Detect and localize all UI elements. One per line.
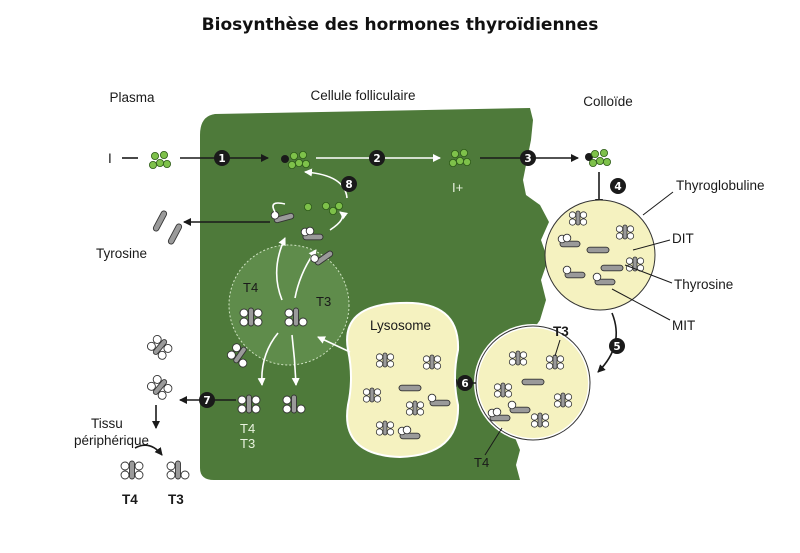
free-iodine-1 [303, 202, 312, 211]
lyso-t4-1 [375, 352, 395, 368]
plasma-tyr-1 [151, 209, 169, 233]
lyso-t4-5 [375, 420, 395, 436]
pool-t4 [239, 307, 263, 327]
label-t4-secreted: T4 [240, 421, 255, 436]
arrow-pool-down-1 [257, 332, 279, 386]
label-t4-pool: T4 [243, 280, 258, 295]
tg-tyr-2 [600, 264, 624, 272]
step-4-badge [610, 178, 626, 194]
secreted-t4 [237, 394, 261, 414]
arrow-step-8-recycle [304, 168, 348, 199]
step-1-badge [214, 150, 230, 166]
peripheral-t3 [166, 460, 190, 480]
drop-tyr-1 [521, 378, 545, 386]
drop-t4-1 [508, 350, 528, 366]
step-1-number: 1 [218, 153, 225, 165]
pointer-t3-droplet [554, 339, 561, 357]
pointer-dit [632, 239, 671, 251]
step-7-badge [199, 392, 215, 408]
hormone-pool-circle [228, 244, 350, 366]
pointer-thyroglobulin [642, 191, 674, 216]
arrow-pool-down-2 [291, 334, 300, 386]
step-3-number: 3 [524, 153, 531, 165]
label-plasma: Plasma [109, 90, 155, 105]
step-2-badge [369, 150, 385, 166]
tg-t4-1 [568, 210, 588, 226]
label-t3-peripheral: T3 [168, 492, 184, 507]
plasma-hormone-1 [145, 332, 175, 362]
label-tissue-line2: périphérique [74, 433, 149, 448]
pointer-tyrosine-colloid [624, 264, 673, 284]
lyso-t4-3 [362, 387, 382, 403]
step-2-number: 2 [373, 153, 380, 165]
label-thyroglobulin: Thyroglobuline [676, 178, 765, 193]
tg-t4-2 [615, 224, 635, 240]
pointer-t4-droplet [484, 427, 503, 456]
pointer-mit [611, 288, 671, 321]
label-tissue-line1: Tissu [91, 416, 123, 431]
drop-t4-4 [530, 412, 550, 428]
step-3-badge [520, 150, 536, 166]
step-8-number: 8 [345, 179, 352, 191]
drop-t3-1 [545, 354, 565, 370]
step-4-number: 4 [614, 181, 621, 193]
label-tyrosine-plasma: Tyrosine [96, 246, 147, 261]
lysosome [346, 301, 460, 459]
step-5-badge [609, 338, 625, 354]
thyroglobulin-sphere [544, 199, 656, 311]
free-iodine-4 [334, 201, 343, 210]
label-t3-pool: T3 [316, 294, 331, 309]
iodide-cluster-plasma [148, 150, 172, 170]
tg-tyr-1 [586, 246, 610, 254]
step-8-badge [341, 176, 357, 192]
step-6-badge [457, 375, 473, 391]
label-dit: DIT [672, 231, 694, 246]
arrow-pool-up-1 [275, 237, 286, 301]
diagram-title: Biosynthèse des hormones thyroïdiennes [202, 15, 599, 35]
carrier-dot-colloid [585, 153, 593, 161]
carrier-dot [281, 155, 289, 163]
label-t4-peripheral: T4 [122, 492, 138, 507]
drop-t4-2 [493, 382, 513, 398]
drop-t4-3 [553, 392, 573, 408]
label-t4-droplet: T4 [474, 455, 489, 470]
label-iodide: I [108, 151, 112, 166]
lyso-tyr-1 [398, 384, 422, 392]
lyso-t4-4 [405, 400, 425, 416]
free-iodine-3 [328, 206, 337, 215]
label-t3-secreted: T3 [240, 436, 255, 451]
free-iodine-2 [321, 201, 330, 210]
step-6-number: 6 [461, 378, 468, 390]
arrow-pool-up-2 [294, 249, 317, 299]
label-tyrosine-colloid: Thyrosine [674, 277, 733, 292]
step-7-number: 7 [203, 395, 210, 407]
label-oxidized-iodine: I+ [452, 180, 463, 195]
label-lysosome: Lysosome [370, 318, 431, 333]
label-follicular-cell: Cellule folliculaire [310, 88, 415, 103]
lyso-t4-2 [422, 354, 442, 370]
arrow-lysosome-to-pool [317, 336, 351, 353]
label-t3-droplet: T3 [553, 324, 569, 339]
arrow-cell-small [272, 202, 286, 213]
label-colloid: Colloïde [583, 94, 633, 109]
label-mit: MIT [672, 318, 695, 333]
arrow-deiodination [329, 211, 348, 231]
plasma-hormone-2 [145, 372, 175, 402]
step-5-number: 5 [613, 341, 620, 353]
peripheral-t4 [120, 460, 144, 480]
plasma-tyr-2 [166, 222, 184, 246]
arrow-deiodination-peripheral [134, 444, 163, 456]
